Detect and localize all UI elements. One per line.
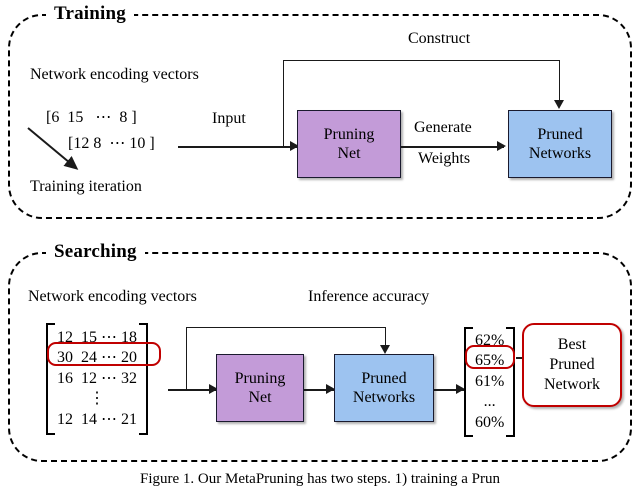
best-pruned-network-line3: Network — [544, 376, 600, 393]
training-input-label: Input — [212, 110, 246, 127]
searching-feedback-line-vertical-left — [186, 327, 187, 389]
training-input-arrowhead — [290, 141, 299, 151]
training-pruning-net-line2: Net — [337, 145, 361, 162]
accuracy-bracket-right — [506, 327, 516, 437]
training-generate-arrowhead — [497, 141, 506, 151]
training-vectors-label: Network encoding vectors — [30, 66, 199, 83]
accuracy-row-3: ... — [483, 393, 496, 411]
training-construct-line-vertical-right — [559, 60, 560, 102]
accuracy-rows: 62% 65% 61% ... 60% — [473, 327, 506, 437]
training-panel-title: Training — [46, 4, 134, 23]
accuracy-row-1: 65% — [475, 352, 505, 370]
accuracy-bracket-left — [464, 327, 473, 437]
best-pruned-network-box: Best Pruned Network — [522, 323, 622, 407]
searching-encoding-matrix: 12 15 ⋯ 18 30 24 ⋯ 20 16 12 ⋯ 32 ⋮ 12 14… — [46, 323, 148, 435]
accuracy-row-4: 60% — [475, 413, 505, 431]
training-pruned-networks-line1: Pruned — [537, 125, 583, 143]
searching-pruning-net-box: Pruning Net — [216, 354, 304, 422]
training-construct-line-vertical-left — [283, 60, 284, 146]
best-pruned-network-line1: Best — [557, 336, 587, 353]
training-iteration-arrow — [27, 127, 79, 170]
searching-pruningnet-to-prunednet-arrowhead — [326, 384, 335, 394]
accuracy-row-0: 62% — [475, 331, 505, 349]
matrix-rows: 12 15 ⋯ 18 30 24 ⋯ 20 16 12 ⋯ 32 ⋮ 12 14… — [55, 323, 139, 435]
searching-matrix-arrowhead — [209, 384, 218, 394]
searching-pruning-net-line2: Net — [248, 389, 272, 406]
training-panel — [8, 14, 632, 219]
searching-panel — [8, 252, 632, 462]
searching-accuracy-column: 62% 65% 61% ... 60% — [464, 327, 516, 437]
matrix-bracket-right — [139, 323, 148, 435]
training-pruning-net-line1: Pruning — [323, 125, 375, 143]
matrix-row-1: 30 24 ⋯ 20 — [57, 349, 137, 367]
training-generate-arrow-line — [401, 146, 504, 148]
accuracy-row-2: 61% — [475, 372, 505, 390]
matrix-bracket-left — [46, 323, 55, 435]
searching-vectors-label: Network encoding vectors — [28, 288, 197, 305]
training-vector-row-0: [6 15 ⋯ 8 ] — [46, 109, 137, 126]
training-generate-label-line1: Generate — [414, 119, 472, 136]
matrix-row-4: 12 14 ⋯ 21 — [57, 410, 137, 428]
training-pruning-net-box: Pruning Net — [297, 110, 401, 178]
matrix-row-2: 16 12 ⋯ 32 — [57, 369, 137, 387]
searching-pruningnet-to-prunednet-line — [304, 389, 334, 391]
searching-pruning-net-line1: Pruning — [234, 369, 286, 387]
matrix-row-3: ⋮ — [89, 390, 105, 408]
searching-prunednet-to-accuracy-line — [434, 389, 464, 391]
searching-matrix-arrow-line — [168, 389, 216, 391]
best-pruned-network-line2: Pruned — [549, 356, 595, 373]
training-construct-label: Construct — [408, 30, 471, 47]
figure-caption: Figure 1. Our MetaPruning has two steps.… — [140, 471, 500, 487]
training-pruned-networks-box: Pruned Networks — [508, 110, 612, 178]
training-generate-label-line2: Weights — [418, 150, 471, 167]
training-iteration-label: Training iteration — [30, 178, 142, 195]
searching-inference-label: Inference accuracy — [308, 288, 430, 305]
training-construct-arrowhead — [554, 100, 564, 109]
searching-pruned-networks-box: Pruned Networks — [334, 354, 434, 422]
training-vector-row-1: [12 8 ⋯ 10 ] — [68, 135, 155, 152]
searching-pruned-networks-line2: Networks — [352, 389, 416, 406]
searching-feedback-line-horizontal — [186, 327, 386, 328]
training-construct-line-horizontal — [283, 60, 560, 61]
training-pruned-networks-line2: Networks — [528, 145, 592, 162]
training-input-arrow-line — [178, 146, 298, 148]
searching-prunednet-to-accuracy-arrowhead — [456, 384, 465, 394]
searching-feedback-line-vertical-right — [385, 327, 386, 347]
searching-panel-title: Searching — [46, 242, 145, 261]
searching-pruned-networks-line1: Pruned — [361, 369, 407, 387]
matrix-row-0: 12 15 ⋯ 18 — [57, 328, 137, 346]
searching-feedback-arrowhead — [380, 345, 390, 354]
